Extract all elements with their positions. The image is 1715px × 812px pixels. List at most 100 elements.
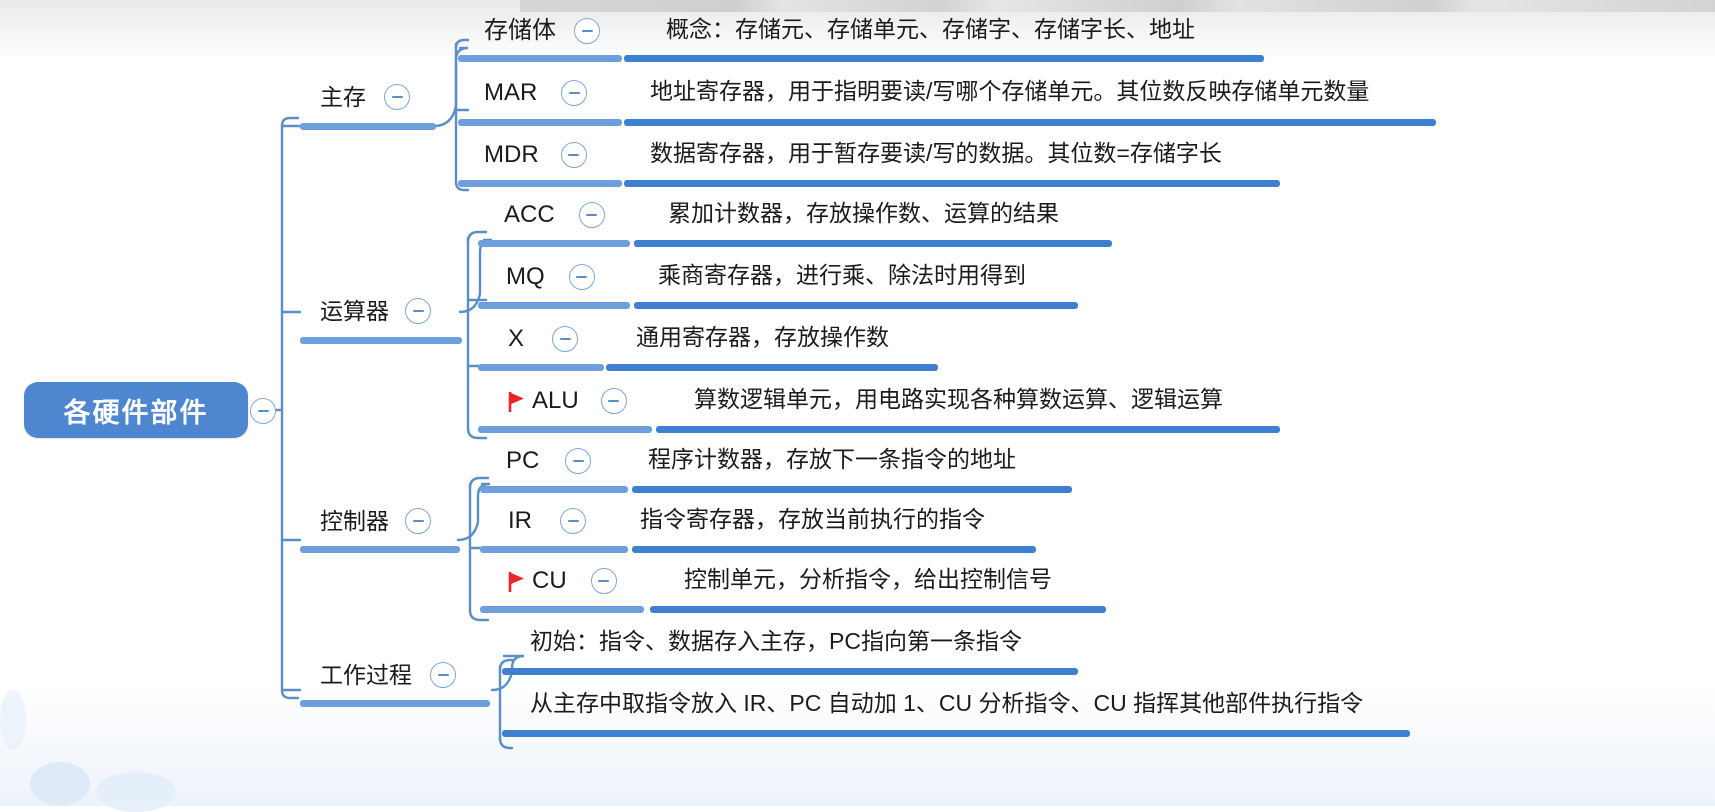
root-collapse-toggle[interactable] xyxy=(250,398,276,424)
desc-node-mdr[interactable]: 数据寄存器，用于暂存要读/写的数据。其位数=存储字长 xyxy=(650,142,1222,165)
collapse-minus-icon xyxy=(568,92,580,94)
leaf-underline xyxy=(480,546,628,553)
collapse-minus-icon xyxy=(568,154,580,156)
branch-node-kongzhiqi[interactable]: 控制器 xyxy=(320,508,431,534)
leaf-collapse-toggle[interactable] xyxy=(578,202,605,228)
branch-underline xyxy=(300,123,436,130)
collapse-minus-icon xyxy=(608,400,620,402)
desc-underline xyxy=(632,546,1036,553)
leaf-node-mq[interactable]: MQ xyxy=(506,264,595,290)
desc-underline xyxy=(624,55,1264,62)
leaf-collapse-toggle[interactable] xyxy=(574,18,600,44)
collapse-minus-icon xyxy=(581,30,593,32)
leaf-label: MQ xyxy=(506,263,545,290)
branch-collapse-toggle[interactable] xyxy=(405,508,431,534)
desc-node-cunchuti[interactable]: 概念：存储元、存储单元、存储字、存储字长、地址 xyxy=(666,18,1195,41)
desc-label: 数据寄存器，用于暂存要读/写的数据。其位数=存储字长 xyxy=(650,140,1222,166)
desc-label: 控制单元，分析指令，给出控制信号 xyxy=(684,566,1052,592)
desc-node-alu[interactable]: 算数逻辑单元，用电路实现各种算数运算、逻辑运算 xyxy=(694,388,1223,411)
leaf-collapse-toggle[interactable] xyxy=(561,80,588,106)
collapse-minus-icon xyxy=(412,310,424,312)
desc-underline xyxy=(502,668,1078,675)
leaf-underline xyxy=(458,119,622,126)
collapse-minus-icon xyxy=(559,338,571,340)
collapse-minus-icon xyxy=(412,520,424,522)
desc-node-workflow-cycle[interactable]: 从主存中取指令放入 IR、PC 自动加 1、CU 分析指令、CU 指挥其他部件执… xyxy=(530,692,1363,715)
desc-label: 乘商寄存器，进行乘、除法时用得到 xyxy=(658,262,1026,288)
collapse-minus-icon xyxy=(586,214,598,216)
desc-node-mar[interactable]: 地址寄存器，用于指明要读/写哪个存储单元。其位数反映存储单元数量 xyxy=(650,80,1369,103)
leaf-node-mar[interactable]: MAR xyxy=(484,80,588,106)
desc-label: 地址寄存器，用于指明要读/写哪个存储单元。其位数反映存储单元数量 xyxy=(650,78,1370,104)
branch-node-gongzuoguocheng[interactable]: 工作过程 xyxy=(320,662,456,688)
leaf-collapse-toggle[interactable] xyxy=(600,388,627,414)
leaf-label: X xyxy=(508,325,525,352)
collapse-minus-icon xyxy=(257,410,269,412)
desc-label: 算数逻辑单元，用电路实现各种算数运算、逻辑运算 xyxy=(694,386,1223,412)
branch-collapse-toggle[interactable] xyxy=(384,84,410,110)
branch-node-zhucun[interactable]: 主存 xyxy=(320,84,410,110)
leaf-label: ACC xyxy=(504,201,555,228)
red-flag-icon xyxy=(508,572,526,592)
leaf-underline xyxy=(478,426,652,433)
desc-node-cu[interactable]: 控制单元，分析指令，给出控制信号 xyxy=(684,568,1052,591)
collapse-minus-icon xyxy=(567,520,579,522)
leaf-node-mdr[interactable]: MDR xyxy=(484,142,587,168)
leaf-label: PC xyxy=(506,447,540,474)
desc-label: 累加计数器，存放操作数、运算的结果 xyxy=(668,200,1059,226)
desc-node-ir[interactable]: 指令寄存器，存放当前执行的指令 xyxy=(640,508,985,531)
branch-collapse-toggle[interactable] xyxy=(430,662,456,688)
desc-node-pc[interactable]: 程序计数器，存放下一条指令的地址 xyxy=(648,448,1016,471)
desc-node-acc[interactable]: 累加计数器，存放操作数、运算的结果 xyxy=(668,202,1059,225)
leaf-underline xyxy=(480,606,644,613)
desc-underline xyxy=(650,606,1106,613)
collapse-minus-icon xyxy=(576,276,588,278)
desc-underline xyxy=(606,364,938,371)
branch-label: 工作过程 xyxy=(320,661,412,688)
decorative-top-strip xyxy=(520,0,1715,12)
branch-underline xyxy=(300,337,462,344)
desc-label: 通用寄存器，存放操作数 xyxy=(636,324,889,350)
desc-label: 概念：存储元、存储单元、存储字、存储字长、地址 xyxy=(666,16,1195,42)
desc-node-workflow-init[interactable]: 初始：指令、数据存入主存，PC指向第一条指令 xyxy=(530,630,1022,653)
branch-label: 运算器 xyxy=(320,297,389,324)
leaf-node-pc[interactable]: PC xyxy=(506,447,592,474)
leaf-collapse-toggle[interactable] xyxy=(560,508,586,534)
leaf-node-cu[interactable]: CU xyxy=(508,568,617,594)
desc-underline xyxy=(656,426,1280,433)
collapse-minus-icon xyxy=(572,460,584,462)
leaf-underline xyxy=(458,180,622,187)
branch-underline xyxy=(300,546,460,553)
leaf-collapse-toggle[interactable] xyxy=(565,448,592,474)
root-node[interactable]: 各硬件部件 xyxy=(24,382,248,438)
leaf-node-cunchuti[interactable]: 存储体 xyxy=(484,18,600,44)
collapse-minus-icon xyxy=(391,96,403,98)
desc-underline xyxy=(624,119,1436,126)
leaf-collapse-toggle[interactable] xyxy=(560,142,587,168)
desc-underline xyxy=(632,486,1072,493)
desc-label: 程序计数器，存放下一条指令的地址 xyxy=(648,446,1016,472)
leaf-label: ALU xyxy=(532,387,579,414)
branch-label: 主存 xyxy=(320,83,366,110)
leaf-label: 存储体 xyxy=(484,17,556,44)
desc-node-mq[interactable]: 乘商寄存器，进行乘、除法时用得到 xyxy=(658,264,1026,287)
desc-label: 指令寄存器，存放当前执行的指令 xyxy=(640,506,985,532)
decorative-blob-1 xyxy=(30,762,90,806)
desc-underline xyxy=(634,240,1112,247)
leaf-label: IR xyxy=(508,507,532,534)
leaf-node-x[interactable]: X xyxy=(508,325,579,352)
red-flag-icon xyxy=(508,392,526,412)
desc-label: 初始：指令、数据存入主存，PC指向第一条指令 xyxy=(530,628,1022,654)
root-node-label: 各硬件部件 xyxy=(63,397,209,428)
branch-node-yunsuanqi[interactable]: 运算器 xyxy=(320,298,431,324)
branch-label: 控制器 xyxy=(320,507,389,534)
leaf-node-alu[interactable]: ALU xyxy=(508,388,627,414)
branch-underline xyxy=(300,700,490,707)
branch-collapse-toggle[interactable] xyxy=(405,298,431,324)
leaf-collapse-toggle[interactable] xyxy=(552,326,579,352)
leaf-collapse-toggle[interactable] xyxy=(590,568,617,594)
leaf-node-ir[interactable]: IR xyxy=(508,508,586,534)
desc-node-x[interactable]: 通用寄存器，存放操作数 xyxy=(636,326,889,349)
leaf-collapse-toggle[interactable] xyxy=(568,264,595,290)
leaf-node-acc[interactable]: ACC xyxy=(504,202,605,228)
